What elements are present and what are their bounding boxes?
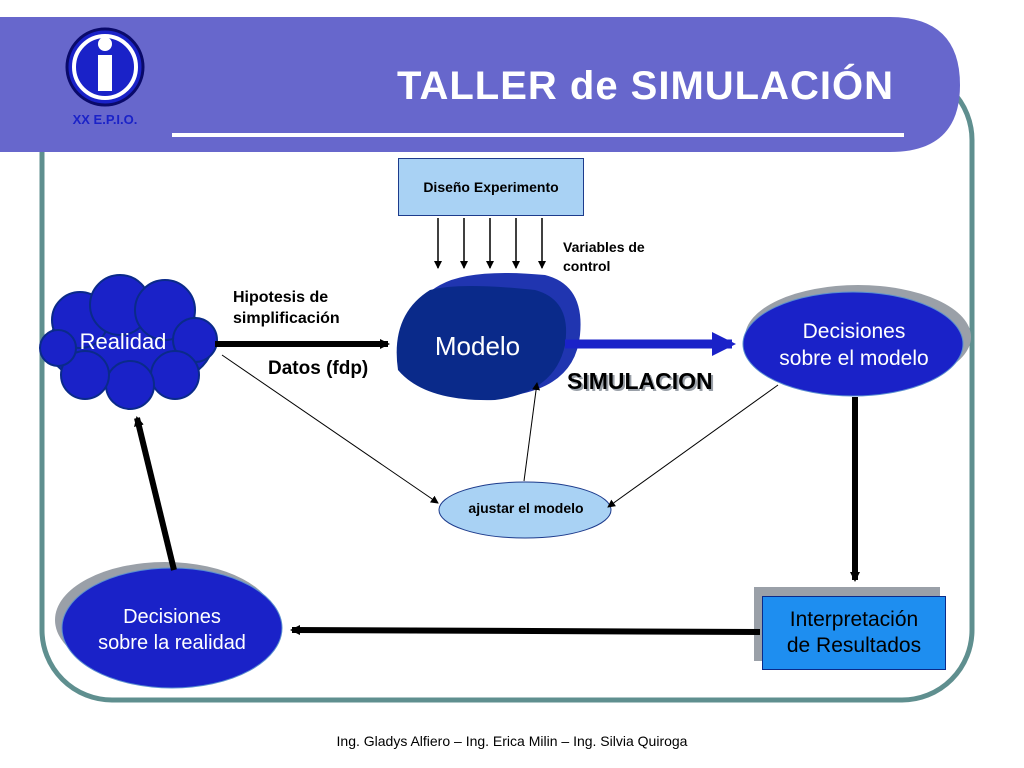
realidad-cloud [39, 274, 218, 410]
logo-icon [65, 27, 145, 107]
ajustar-label: ajustar el modelo [468, 500, 584, 516]
title-underline [172, 133, 904, 137]
decisiones-modelo-label: Decisiones sobre el modelo [779, 320, 929, 370]
design-box: Diseño Experimento [398, 158, 584, 216]
decisiones-realidad-label: Decisiones sobre la realidad [98, 606, 246, 654]
decisiones-modelo-ellipse [742, 285, 971, 397]
hipotesis-label: Hipotesis de simplificación [233, 289, 340, 327]
control-variable-arrows [434, 218, 546, 269]
simulacion-label: SIMULACION [567, 368, 713, 394]
arrow-realidad-ajustar [221, 354, 439, 504]
logo-caption: XX E.P.I.O. [72, 112, 138, 127]
page-title: TALLER de SIMULACIÓN [396, 64, 894, 108]
arrow-decisiones-ajustar [607, 384, 779, 508]
interpretacion-box: Interpretación de Resultados [762, 596, 946, 670]
ajustar-ellipse [438, 481, 612, 539]
modelo-shape [396, 272, 581, 401]
control-vars-label: Variables de control [563, 239, 645, 274]
modelo-label: Modelo [434, 330, 521, 361]
arrow-interpretacion-decisiones [290, 625, 761, 636]
footer-authors: Ing. Gladys Alfiero – Ing. Erica Milin –… [336, 733, 688, 749]
interpretacion-label: Interpretación de Resultados [786, 608, 922, 657]
design-box-label: Diseño Experimento [423, 179, 559, 195]
arrow-ajustar-modelo [523, 382, 541, 482]
arrow-decisiones-realidad [134, 416, 177, 571]
realidad-label: Realidad [79, 329, 167, 354]
header-band [0, 17, 960, 152]
datos-label: Datos (fdp) [268, 358, 369, 379]
decisiones-realidad-ellipse [55, 562, 283, 689]
